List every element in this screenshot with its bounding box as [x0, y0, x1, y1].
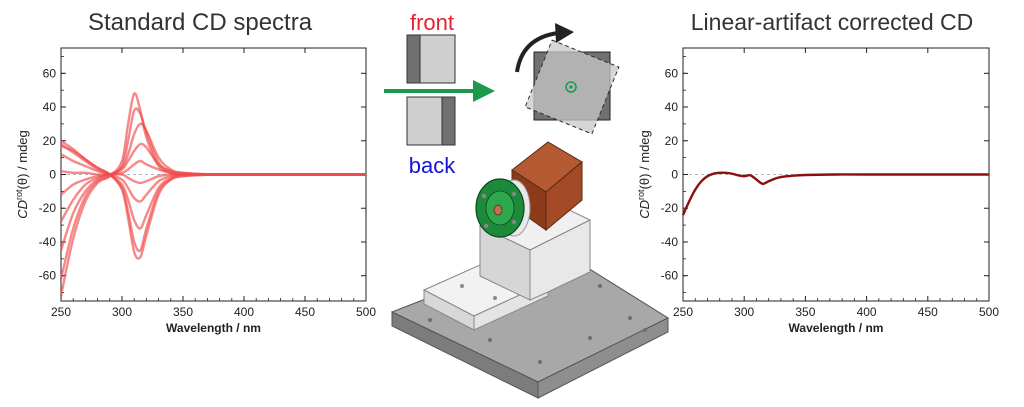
- x-tick-label: 350: [795, 305, 815, 319]
- right-panel-title: Linear-artifact corrected CD: [691, 9, 974, 35]
- series-line-4: [59, 142, 366, 223]
- y-tick-label: -20: [39, 201, 57, 215]
- x-axis-label: Wavelength / nm: [166, 321, 261, 335]
- series-line-9: [60, 139, 366, 253]
- y-tick-label: 40: [43, 100, 57, 114]
- apparatus-illustration: [390, 141, 670, 399]
- series-line-2: [59, 107, 366, 280]
- x-tick-label: 300: [734, 305, 754, 319]
- x-tick-label: 400: [234, 305, 254, 319]
- standard-cd-chart: 250 300 350 400 450 500 -60 -40 -20 0 20 40 60Wavele…: [14, 47, 376, 335]
- x-tick-label: 450: [295, 305, 315, 319]
- green-arrow-icon: [384, 80, 495, 102]
- rotation-arrow-icon: [515, 23, 574, 73]
- x-tick-label: 450: [918, 305, 938, 319]
- y-tick-label: -60: [661, 269, 679, 283]
- series-line-10: [60, 144, 366, 260]
- x-axis-label: Wavelength / nm: [789, 321, 884, 335]
- series-line-3: [59, 122, 366, 251]
- x-tick-label: 300: [112, 305, 132, 319]
- y-tick-label: -60: [39, 269, 57, 283]
- x-tick-label: 250: [673, 305, 693, 319]
- y-tick-label: 60: [43, 66, 57, 80]
- x-tick-label: 400: [857, 305, 877, 319]
- rotation-sample-icon: [524, 39, 620, 135]
- y-tick-label: -20: [661, 201, 679, 215]
- front-label: front: [410, 10, 454, 35]
- back-sample-icon: [406, 96, 456, 146]
- center-illustration: front back: [384, 10, 670, 399]
- x-tick-label: 500: [979, 305, 999, 319]
- x-tick-label: 500: [356, 305, 376, 319]
- series-line-1: [681, 171, 989, 216]
- y-tick-label: -40: [39, 235, 57, 249]
- y-axis-label: CDrot(θ) / mdeg: [636, 130, 652, 219]
- front-sample-icon: [406, 34, 456, 84]
- y-tick-label: 20: [665, 134, 679, 148]
- back-label: back: [409, 153, 456, 178]
- y-axis-label: CDrot(θ) / mdeg: [14, 130, 30, 219]
- series-line-1: [59, 92, 366, 297]
- y-tick-label: 0: [671, 168, 678, 182]
- series-line-8: [60, 143, 366, 230]
- left-panel-title: Standard CD spectra: [88, 9, 313, 36]
- y-tick-label: 40: [665, 100, 679, 114]
- y-tick-label: -40: [661, 235, 679, 249]
- y-tick-label: 60: [665, 66, 679, 80]
- x-tick-label: 250: [51, 305, 71, 319]
- corrected-cd-chart: 250 300 350 400 450 500 -60 -40 -20 0 20 40 60Wavele…: [636, 47, 999, 335]
- x-tick-label: 350: [173, 305, 193, 319]
- y-tick-label: 0: [49, 168, 56, 182]
- y-tick-label: 20: [43, 134, 57, 148]
